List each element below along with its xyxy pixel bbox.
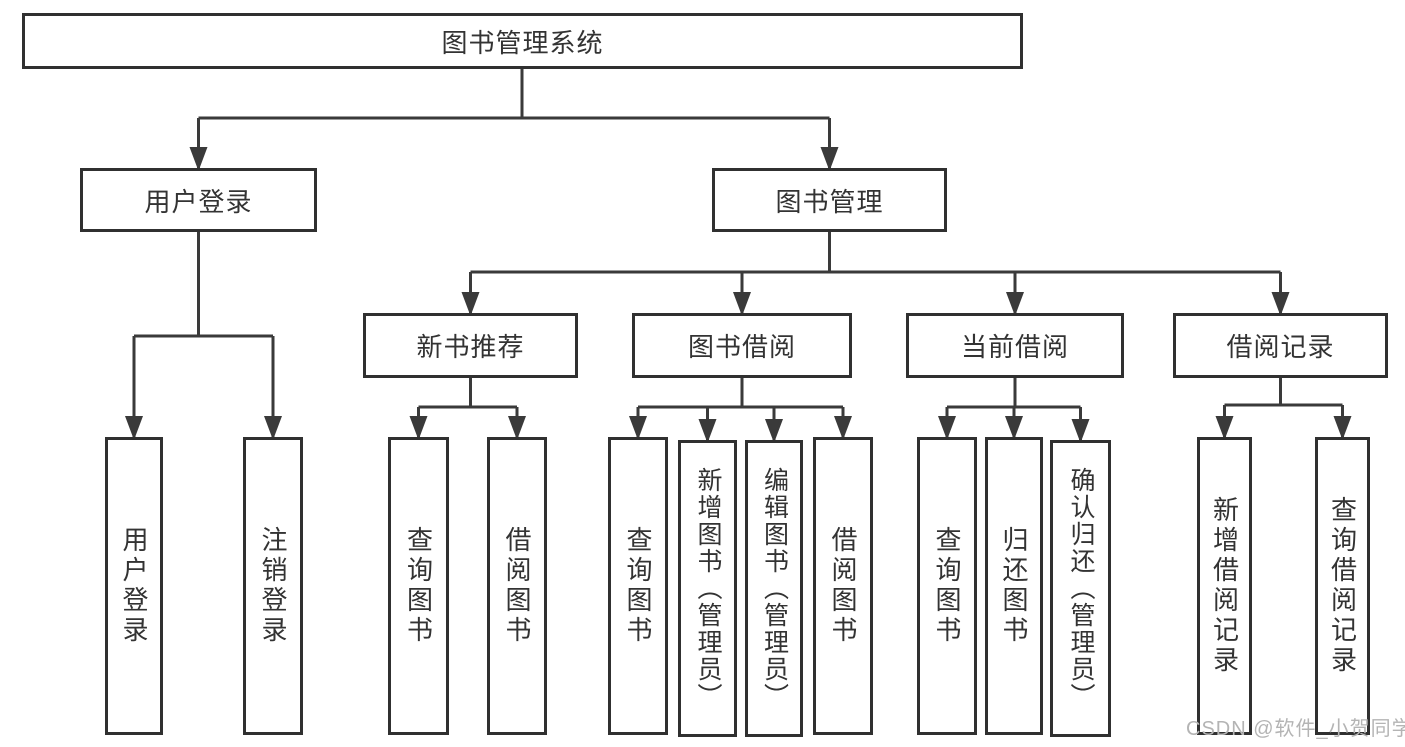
node-user-login: 用户登录	[80, 168, 317, 232]
arrowheads	[125, 147, 1352, 443]
leaf-query-borrow-record: 查询借阅记录	[1315, 437, 1370, 735]
node-book-borrowing: 图书借阅	[632, 313, 852, 378]
leaf-query-books-recommend: 查询图书	[388, 437, 449, 735]
watermark-csdn: CSDN @软件_小贺同学	[1186, 718, 1405, 740]
leaf-logout: 注销登录	[243, 437, 303, 735]
node-library-management-system: 图书管理系统	[22, 13, 1023, 69]
leaf-borrow-books-recommend: 借阅图书	[487, 437, 547, 735]
node-book-management: 图书管理	[712, 168, 947, 232]
leaf-confirm-return-admin: 确认归还（管理员）	[1050, 440, 1111, 737]
leaf-query-books-current: 查询图书	[917, 437, 977, 735]
node-current-borrowing: 当前借阅	[906, 313, 1124, 378]
leaf-user-login: 用户登录	[105, 437, 163, 735]
leaf-add-book-admin: 新增图书（管理员）	[678, 440, 737, 737]
leaf-borrow-books-borrowing: 借阅图书	[813, 437, 873, 735]
leaf-edit-book-admin: 编辑图书（管理员）	[745, 440, 803, 737]
leaf-add-borrow-record: 新增借阅记录	[1197, 437, 1252, 735]
leaf-query-books-borrowing: 查询图书	[608, 437, 668, 735]
leaf-return-books: 归还图书	[985, 437, 1043, 735]
node-borrowing-records: 借阅记录	[1173, 313, 1388, 378]
node-new-book-recommendation: 新书推荐	[363, 313, 578, 378]
